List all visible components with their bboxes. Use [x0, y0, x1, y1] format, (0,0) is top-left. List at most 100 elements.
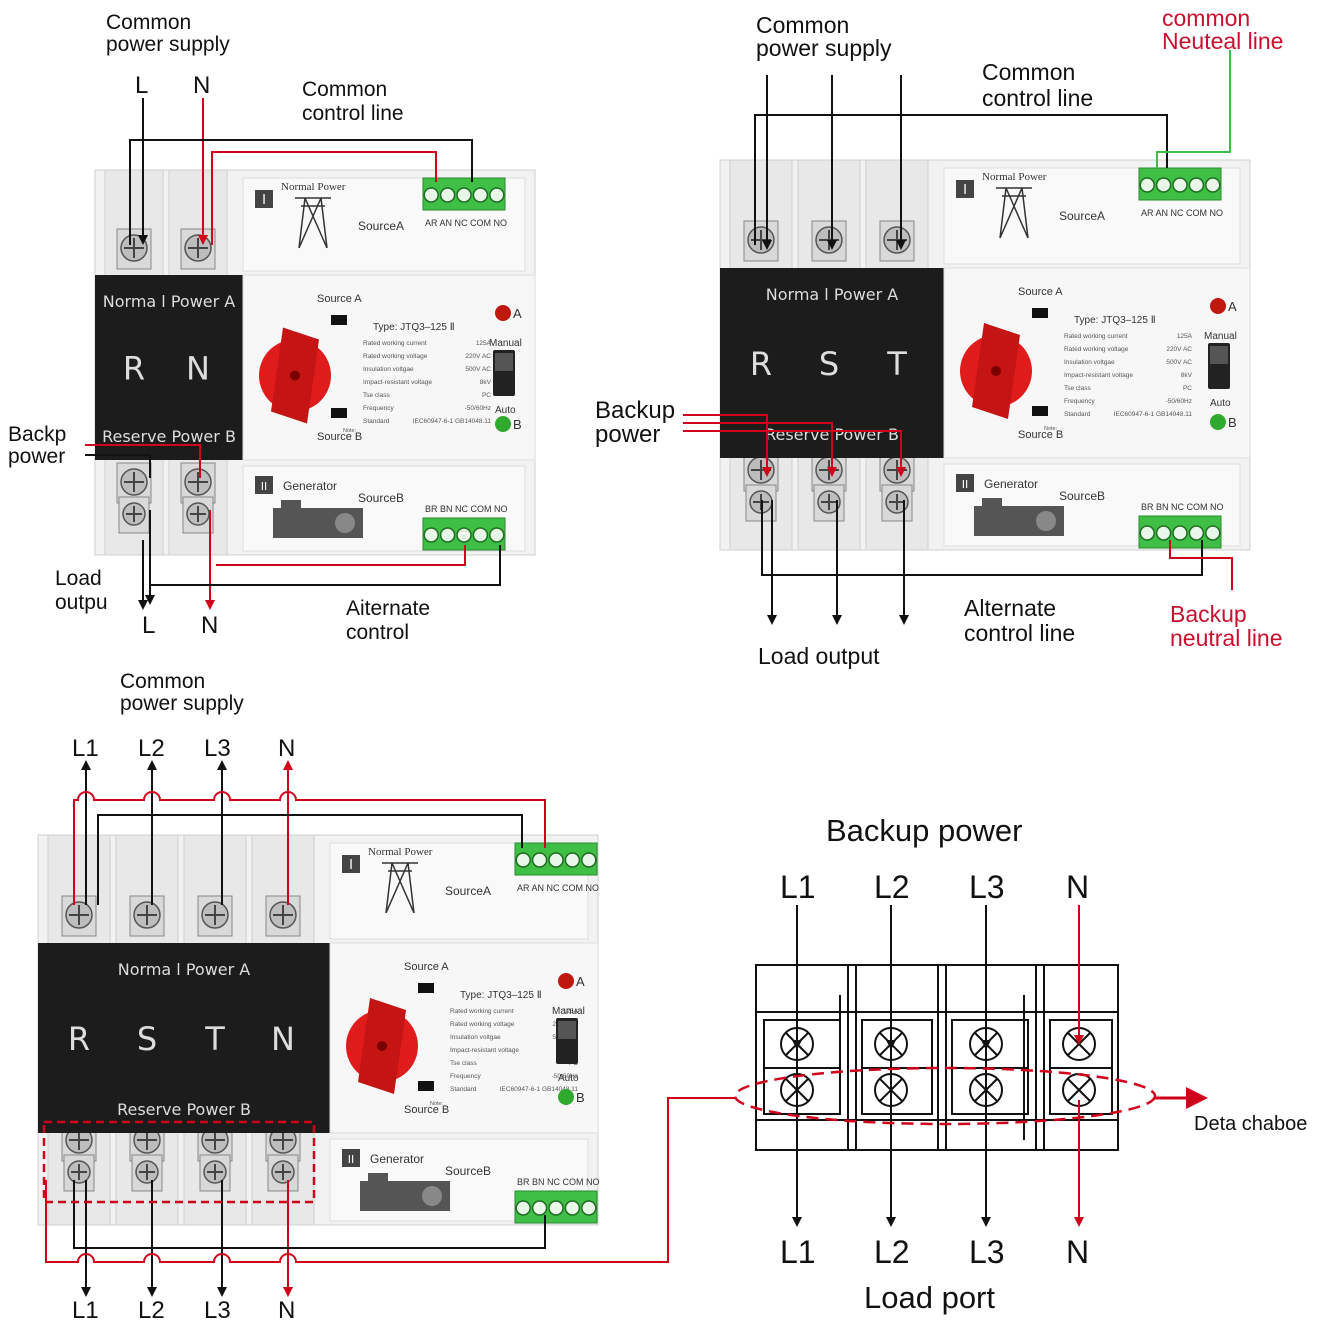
control-terminal-screw: [439, 187, 456, 203]
source-a-knob-label: Source A: [404, 961, 449, 973]
spec-value: -50/60Hz: [465, 405, 491, 412]
p3-supply-L3: L3: [204, 735, 231, 762]
phase-letter: T: [886, 345, 907, 383]
p4-backup-power: Backup power: [826, 813, 1022, 848]
roman-badge: [956, 180, 974, 198]
spec-label: Frequency: [363, 405, 394, 412]
spec-label: Impact-resistant voltage: [450, 1047, 519, 1054]
roman-badge: [342, 1149, 360, 1167]
roman-badge: [255, 190, 273, 208]
p4-top-L3: L3: [969, 869, 1005, 905]
spec-label: Rated working voltage: [1064, 346, 1129, 353]
control-terminal-screw: [1172, 177, 1188, 193]
power-tower-icon: [295, 197, 331, 249]
p1-backup-power-2: power: [8, 445, 65, 468]
power-tower-icon: [996, 187, 1032, 239]
indicator-b-label: B: [1228, 415, 1237, 430]
roman-2: II: [348, 1153, 355, 1166]
block-screw-cross: [1067, 1078, 1091, 1102]
bottom-terminal-labels: BR BN NC COM NO: [425, 504, 508, 514]
p1-load-N: N: [201, 612, 218, 639]
normal-power-label: Norma l Power A: [118, 960, 251, 979]
source-a-window: [331, 315, 347, 325]
control-terminal-screw: [564, 852, 581, 868]
p2-common-neutral-2: Neuteal line: [1162, 28, 1283, 54]
p2-alternate-control-2: control line: [964, 620, 1075, 646]
spec-label: Impact-resistant voltage: [363, 379, 432, 386]
p4-top-L2: L2: [874, 869, 910, 905]
indicator-a-label: A: [1228, 299, 1237, 314]
spec-value: 8kV: [480, 379, 492, 386]
phase-letter: R: [750, 345, 772, 383]
source-a-label: SourceA: [445, 884, 491, 898]
control-terminal-screw: [489, 527, 505, 543]
control-terminal-screw: [1188, 525, 1205, 541]
roman-1: I: [349, 858, 353, 873]
generator-title: Generator: [984, 477, 1038, 491]
manual-label: Manual: [552, 1006, 585, 1017]
spec-value: PC: [482, 392, 491, 399]
p2-load-output: Load output: [758, 643, 880, 669]
p3-load-L1: L1: [72, 1297, 99, 1321]
manual-auto-knob: [558, 1021, 576, 1039]
source-b-label: SourceB: [445, 1164, 491, 1178]
generator-icon-wheel: [1036, 511, 1056, 531]
p4-bottom-L2: L2: [874, 1234, 910, 1270]
phase-letter: R: [68, 1020, 90, 1058]
handle-pivot: [290, 370, 300, 381]
control-terminal-screw: [423, 527, 439, 543]
top-terminal-labels: AR AN NC COM NO: [517, 883, 599, 893]
panel2-wires: [683, 50, 1233, 625]
indicator-b-light: [495, 416, 511, 432]
phase-letter: R: [123, 350, 145, 388]
top-terminal-labels: AR AN NC COM NO: [1141, 208, 1223, 218]
spec-value: 500V AC: [1166, 359, 1192, 366]
generator-title: Generator: [370, 1152, 424, 1166]
control-terminal-screw: [1155, 177, 1172, 193]
control-terminal-screw: [456, 527, 472, 543]
p3-load-N: N: [278, 1297, 295, 1321]
p1-supply-L: L: [135, 72, 148, 99]
roman-badge: [342, 855, 360, 873]
control-terminal-screw: [472, 527, 489, 543]
source-b-knob-label: Source B: [404, 1104, 449, 1116]
note-label: Note:: [430, 1101, 444, 1107]
spec-value: 500V AC: [465, 366, 491, 373]
spec-label: Tse class: [1064, 385, 1091, 392]
control-terminal-screw: [515, 1200, 531, 1216]
generator-icon-part: [281, 500, 301, 510]
normal-power-title: Normal Power: [982, 171, 1047, 183]
source-b-knob-label: Source B: [1018, 429, 1063, 441]
indicator-b-label: B: [576, 1090, 585, 1105]
panel4-wires: [733, 905, 1208, 1227]
spec-label: Insulation voltgae: [1064, 359, 1115, 366]
control-terminal-screw: [1205, 177, 1221, 193]
spec-value: -50/60Hz: [552, 1073, 578, 1080]
source-b-label: SourceB: [358, 491, 404, 505]
reserve-power-label: Reserve Power B: [102, 427, 236, 446]
normal-power-label: Norma l Power A: [103, 292, 236, 311]
phase-letter: S: [137, 1020, 157, 1058]
spec-label: Standard: [1064, 411, 1091, 418]
spec-value: 220V AC: [465, 353, 491, 360]
p3-common-power-supply-1: Common: [120, 670, 205, 693]
p2-common-neutral-1: common: [1162, 5, 1250, 31]
control-terminal-screw: [548, 1200, 564, 1216]
phase-letter: N: [186, 350, 210, 388]
p1-alternate-control-1: Aiternate: [346, 597, 430, 620]
spec-label: Frequency: [450, 1073, 481, 1080]
source-b-window: [418, 1081, 434, 1091]
spec-label: Tse class: [363, 392, 390, 399]
p4-bottom-N: N: [1066, 1234, 1089, 1270]
bottom-terminal-labels: BR BN NC COM NO: [1141, 502, 1224, 512]
handle-pivot: [991, 366, 1001, 376]
spec-value: -50/60Hz: [1166, 398, 1192, 405]
generator-icon-wheel: [422, 1186, 442, 1206]
control-terminal-screw: [456, 187, 472, 203]
source-a-knob-label: Source A: [1018, 286, 1063, 298]
spec-label: Rated working voltage: [450, 1021, 515, 1028]
spec-value: 125A: [1177, 333, 1193, 340]
roman-2: II: [962, 478, 969, 491]
